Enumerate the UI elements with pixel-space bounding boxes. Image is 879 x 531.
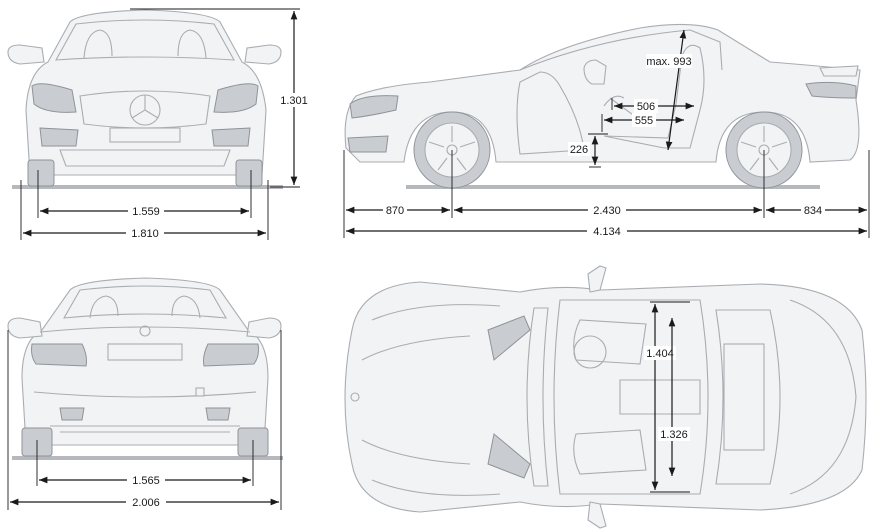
rear-mirror-left <box>7 317 43 339</box>
front-mirror-left <box>7 44 45 65</box>
seat-height-label-bg <box>568 142 590 156</box>
front-track-label: 1.559 <box>132 206 160 218</box>
top-seat-right <box>573 429 647 475</box>
side-rear-spokes <box>740 126 788 171</box>
rear-window <box>62 285 228 319</box>
wheelbase-label-bg <box>588 203 626 217</box>
front-intake-left <box>39 127 79 147</box>
side-view: max. 993 506 555 226 870 2.430 834 <box>343 23 870 238</box>
front-tire-right <box>235 159 263 187</box>
front-intake-right <box>211 127 251 147</box>
front-windshield <box>55 19 235 61</box>
side-mirror <box>583 59 607 85</box>
top-rear-deck <box>715 309 781 485</box>
front-headlight-left <box>31 83 77 113</box>
top-hood-vent-right <box>487 433 531 479</box>
rear-body <box>21 277 269 446</box>
rear-track-label-bg <box>127 473 165 487</box>
front-overhang-label-bg <box>383 203 407 217</box>
headroom-label-bg <box>646 54 692 68</box>
rear-diffuser <box>50 425 240 433</box>
top-trunk-line <box>789 299 857 495</box>
top-seat-left <box>573 319 647 365</box>
rear-overhang-label: 834 <box>804 205 822 217</box>
rear-exhaust-left <box>59 407 85 421</box>
top-mirror-right <box>587 501 607 529</box>
top-steering-wheel <box>573 335 607 369</box>
top-mirror-left <box>587 265 607 293</box>
interior-rear-label: 1.326 <box>660 429 688 441</box>
seat-depth-label-bg <box>634 99 658 113</box>
top-windshield <box>526 307 549 487</box>
rear-mirror-right <box>246 317 282 339</box>
front-view: 1.301 1.559 1.810 <box>7 8 308 240</box>
top-hood-lines <box>361 304 501 496</box>
seat-depth-label: 506 <box>637 101 655 113</box>
length-label: 4.134 <box>593 226 621 238</box>
front-width-label: 1.810 <box>131 228 159 240</box>
height-label-bg <box>282 93 306 107</box>
rear-overhang-label-bg <box>801 203 825 217</box>
interior-rear-label-bg <box>658 427 690 441</box>
side-taillight <box>805 81 857 99</box>
rear-deck-line <box>39 326 251 333</box>
side-body <box>344 23 861 163</box>
front-width-label-bg <box>126 226 164 240</box>
top-star-emblem <box>350 392 360 402</box>
front-star-lines <box>131 95 159 119</box>
rear-track-label: 1.565 <box>132 475 160 487</box>
rear-plate <box>107 343 183 361</box>
headroom-label: max. 993 <box>646 56 691 68</box>
front-seats <box>83 29 207 59</box>
rear-exhaust-right <box>205 407 231 421</box>
top-view: 1.404 1.326 <box>344 265 867 529</box>
side-front-spokes <box>428 126 476 171</box>
seat-travel-label: 555 <box>635 115 653 127</box>
rear-view: 1.565 2.006 <box>7 277 283 510</box>
rear-bumper-line <box>33 391 257 398</box>
side-front-intake <box>347 135 389 153</box>
top-rear-window <box>723 343 765 451</box>
top-hood-vent-left <box>487 315 531 361</box>
front-headlight-right <box>213 83 259 113</box>
rear-star-emblem <box>139 325 151 337</box>
side-headlight <box>349 95 399 119</box>
front-plate <box>109 127 181 143</box>
front-track-label-bg <box>128 204 164 218</box>
front-mirror-right <box>244 44 282 65</box>
interior-front-label: 1.404 <box>646 348 674 360</box>
front-lower-grille <box>59 149 231 167</box>
rear-taillight-right <box>203 343 259 367</box>
rear-reflector <box>195 387 205 397</box>
side-spoiler <box>819 65 859 77</box>
rear-seats <box>89 295 201 319</box>
top-cockpit <box>553 299 709 495</box>
headroom-dimension-line <box>665 29 687 151</box>
mirror-width-label-bg <box>126 495 166 509</box>
seat-travel-label-bg <box>632 113 656 127</box>
wheelbase-label: 2.430 <box>593 205 621 217</box>
front-tire-left <box>27 159 55 187</box>
side-door <box>516 71 585 155</box>
height-label: 1.301 <box>280 95 308 107</box>
interior-front-label-bg <box>644 346 676 360</box>
front-overhang-label: 870 <box>386 205 404 217</box>
rear-taillight-left <box>31 343 87 367</box>
mirror-width-label: 2.006 <box>132 497 160 509</box>
seat-height-label: 226 <box>570 144 588 156</box>
length-label-bg <box>587 224 627 238</box>
